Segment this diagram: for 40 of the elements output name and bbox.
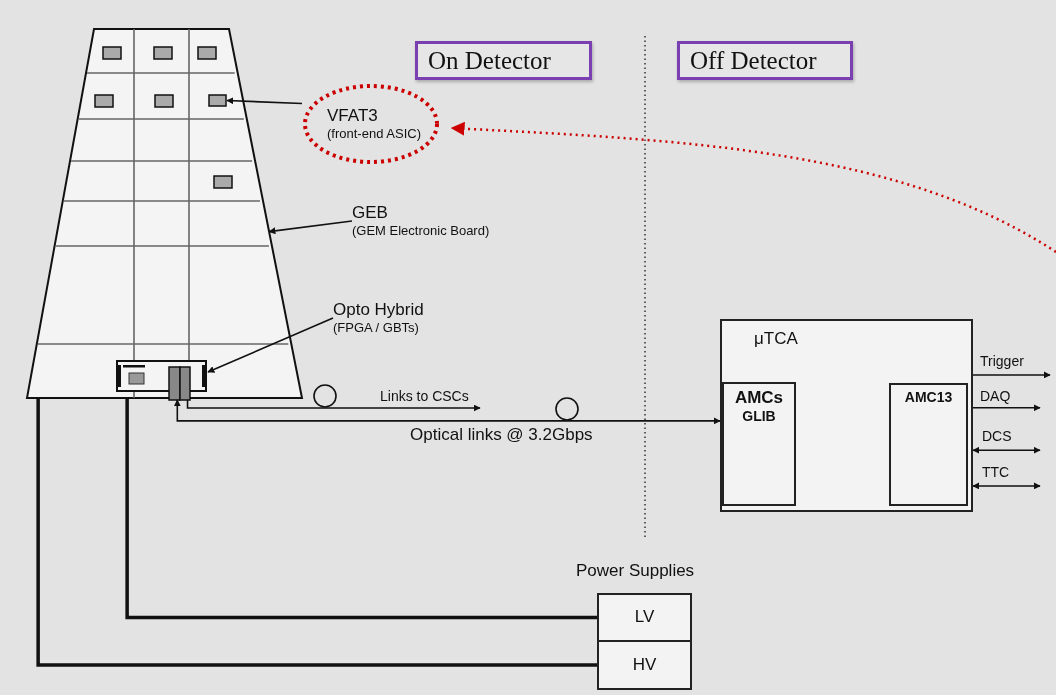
arrow	[186, 399, 481, 412]
double-arrow	[173, 399, 721, 425]
opto-hybrid-drawing	[115, 360, 208, 400]
region-tag	[415, 41, 592, 80]
double-arrow	[972, 482, 1041, 490]
region-tag	[677, 41, 853, 80]
component-note: GLIB	[742, 408, 776, 426]
chip-icon	[208, 94, 227, 107]
component-note: (front-end ASIC)	[327, 126, 421, 143]
edge-label: DAQ	[978, 389, 1013, 405]
crate-box	[720, 319, 973, 512]
cable-line	[36, 398, 597, 667]
pointer-arrow	[450, 121, 1056, 254]
arrow	[207, 317, 334, 373]
arrow	[268, 220, 353, 235]
module-box	[722, 382, 796, 506]
component-label: μTCA	[754, 329, 798, 348]
component-label: VFAT3	[327, 105, 378, 127]
supply-box	[597, 593, 692, 642]
double-arrow	[972, 446, 1041, 454]
module-box	[889, 383, 968, 506]
component-label: HV	[632, 654, 657, 676]
component-label: LV	[634, 607, 655, 628]
component-note: (FPGA / GBTs)	[333, 320, 419, 337]
arrow	[972, 371, 1051, 379]
component-label: AMC13	[904, 389, 953, 406]
arrow	[226, 97, 303, 105]
group-heading: Power Supplies	[576, 561, 695, 581]
component-label: Opto Hybrid	[333, 300, 424, 321]
highlight-ellipse	[302, 83, 440, 165]
region-title: Off Detector	[690, 46, 817, 75]
arrow	[972, 404, 1041, 412]
region-title: On Detector	[428, 46, 551, 75]
cable-line	[125, 398, 597, 620]
component-note: (GEM Electronic Board)	[352, 223, 490, 240]
edge-label: Trigger	[978, 354, 1026, 370]
component-label: GEB	[352, 203, 388, 224]
component-label: AMCs	[734, 388, 784, 409]
edge-label: Optical links @ 3.2Gbps	[408, 426, 595, 445]
supply-box	[597, 640, 692, 690]
